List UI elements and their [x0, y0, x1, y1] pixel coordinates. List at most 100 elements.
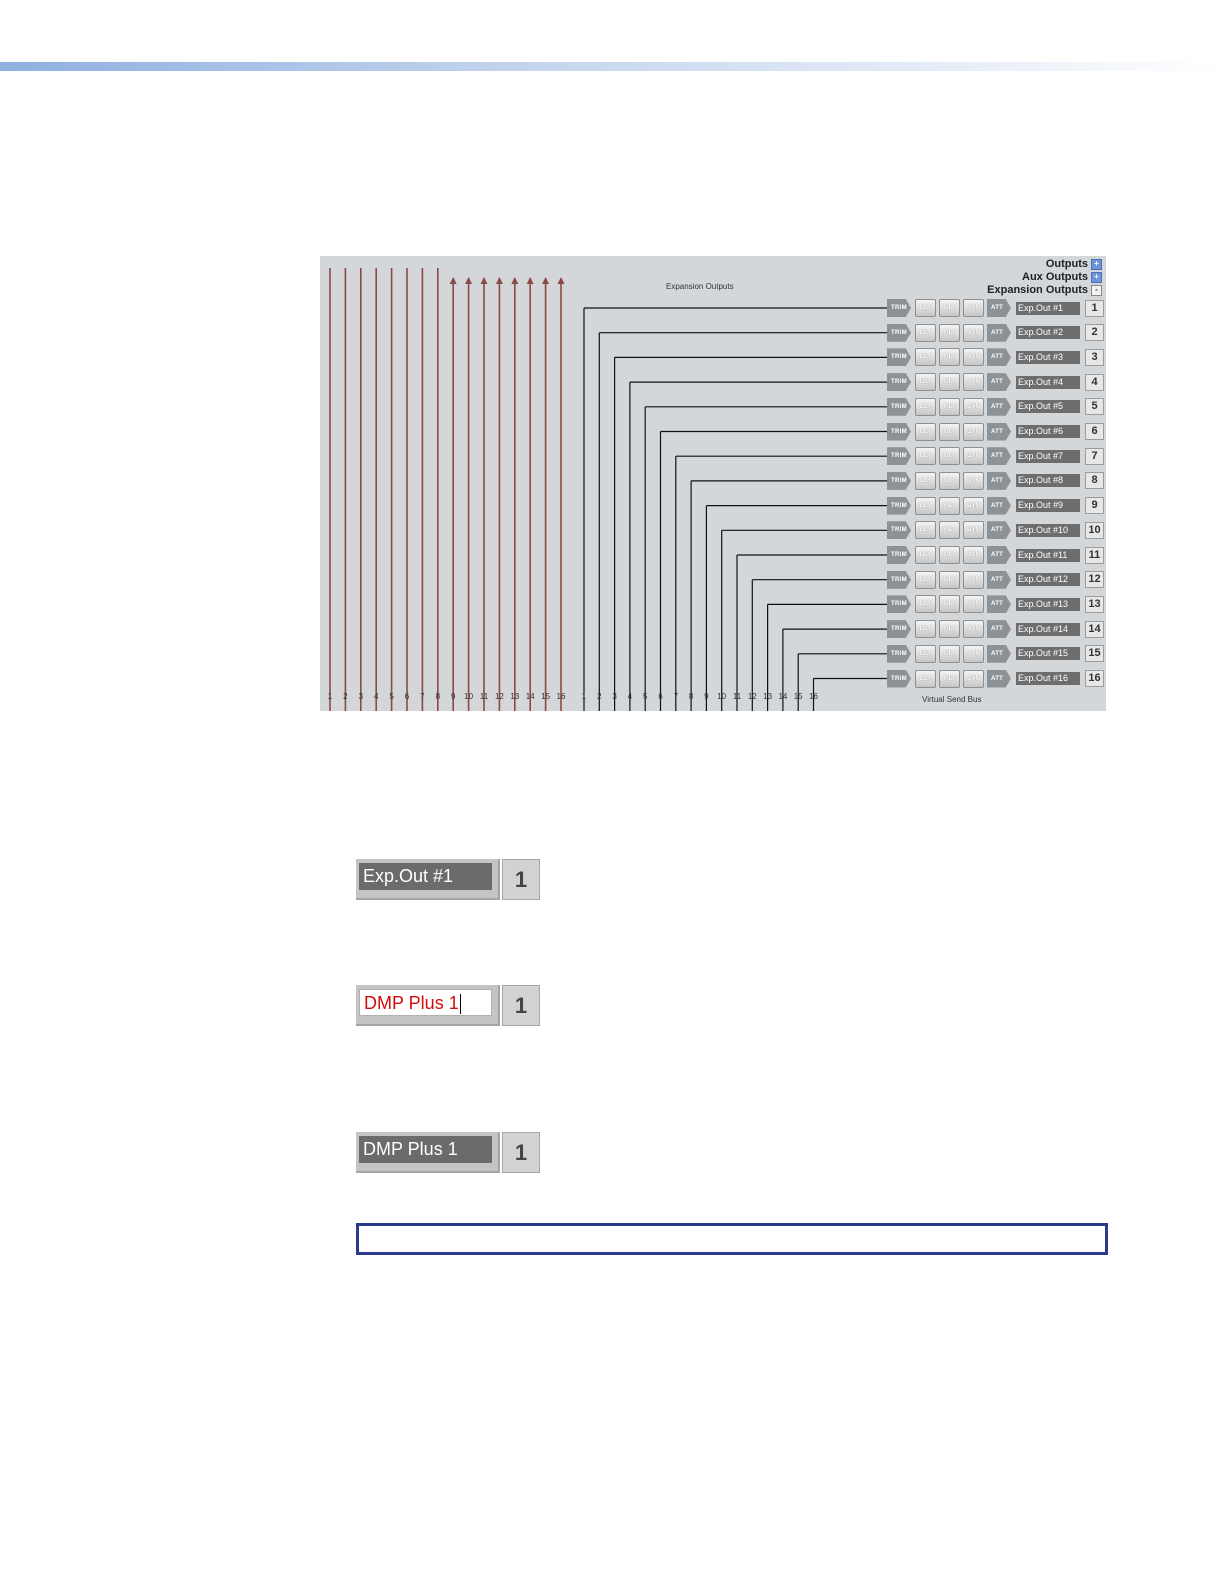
- delay-block[interactable]: DLY: [915, 570, 936, 589]
- trim-block[interactable]: TRIM: [887, 620, 911, 639]
- attenuation-block[interactable]: ATT: [987, 397, 1011, 416]
- expand-plus-icon[interactable]: +: [1091, 271, 1102, 283]
- output-name-field[interactable]: Exp.Out #12: [1016, 573, 1080, 587]
- output-name-field[interactable]: Exp.Out #7: [1016, 449, 1080, 463]
- trim-block[interactable]: TRIM: [887, 323, 911, 342]
- output-name-field[interactable]: Exp.Out #16: [1016, 672, 1080, 685]
- dynamics-block[interactable]: DYN: [963, 373, 984, 392]
- output-name-value[interactable]: DMP Plus 1: [359, 1136, 492, 1163]
- output-name-field[interactable]: Exp.Out #1: [1016, 301, 1080, 315]
- trim-block[interactable]: TRIM: [887, 422, 911, 441]
- output-name-field[interactable]: Exp.Out #8: [1016, 474, 1080, 488]
- attenuation-block[interactable]: ATT: [987, 521, 1011, 540]
- attenuation-block[interactable]: ATT: [987, 323, 1011, 342]
- trim-block[interactable]: TRIM: [887, 397, 911, 416]
- filter-block[interactable]: FILT: [939, 521, 960, 540]
- filter-block[interactable]: FILT: [939, 496, 960, 515]
- dynamics-block[interactable]: DYN: [963, 669, 984, 688]
- attenuation-block[interactable]: ATT: [987, 570, 1011, 589]
- attenuation-block[interactable]: ATT: [987, 546, 1011, 564]
- trim-block[interactable]: TRIM: [887, 348, 911, 367]
- attenuation-block[interactable]: ATT: [987, 447, 1011, 466]
- attenuation-block[interactable]: ATT: [987, 422, 1011, 441]
- trim-block[interactable]: TRIM: [887, 669, 911, 688]
- legend-aux-outputs[interactable]: Aux Outputs +: [1022, 271, 1102, 283]
- output-name-field[interactable]: Exp.Out #15: [1016, 647, 1080, 661]
- filter-block[interactable]: FILT: [939, 644, 960, 663]
- trim-block[interactable]: TRIM: [887, 299, 911, 317]
- dynamics-block[interactable]: DYN: [963, 644, 984, 663]
- dynamics-block[interactable]: DYN: [963, 496, 984, 515]
- output-name-field[interactable]: DMP Plus 1: [356, 985, 500, 1026]
- filter-block[interactable]: FILT: [939, 299, 960, 317]
- delay-block[interactable]: DLY: [915, 669, 936, 688]
- attenuation-block[interactable]: ATT: [987, 595, 1011, 614]
- dynamics-block[interactable]: DYN: [963, 471, 984, 490]
- delay-block[interactable]: DLY: [915, 373, 936, 392]
- output-name-field[interactable]: Exp.Out #11: [1016, 548, 1080, 562]
- dynamics-block[interactable]: DYN: [963, 546, 984, 564]
- trim-block[interactable]: TRIM: [887, 546, 911, 564]
- output-name-field[interactable]: Exp.Out #4: [1016, 375, 1080, 389]
- delay-block[interactable]: DLY: [915, 422, 936, 441]
- filter-block[interactable]: FILT: [939, 570, 960, 589]
- dynamics-block[interactable]: DYN: [963, 422, 984, 441]
- filter-block[interactable]: FILT: [939, 620, 960, 639]
- filter-block[interactable]: FILT: [939, 669, 960, 688]
- attenuation-block[interactable]: ATT: [987, 644, 1011, 663]
- output-name-field[interactable]: Exp.Out #13: [1016, 597, 1080, 611]
- delay-block[interactable]: DLY: [915, 496, 936, 515]
- output-name-field[interactable]: Exp.Out #6: [1016, 425, 1080, 438]
- trim-block[interactable]: TRIM: [887, 521, 911, 540]
- attenuation-block[interactable]: ATT: [987, 620, 1011, 639]
- dynamics-block[interactable]: DYN: [963, 323, 984, 342]
- trim-block[interactable]: TRIM: [887, 471, 911, 490]
- output-name-field[interactable]: DMP Plus 1: [356, 1132, 500, 1173]
- trim-block[interactable]: TRIM: [887, 373, 911, 392]
- attenuation-block[interactable]: ATT: [987, 496, 1011, 515]
- delay-block[interactable]: DLY: [915, 595, 936, 614]
- filter-block[interactable]: FILT: [939, 595, 960, 614]
- output-name-field[interactable]: Exp.Out #5: [1016, 400, 1080, 414]
- filter-block[interactable]: FILT: [939, 471, 960, 490]
- collapse-minus-icon[interactable]: -: [1091, 284, 1102, 296]
- dynamics-block[interactable]: DYN: [963, 447, 984, 466]
- filter-block[interactable]: FILT: [939, 447, 960, 466]
- delay-block[interactable]: DLY: [915, 471, 936, 490]
- dynamics-block[interactable]: DYN: [963, 397, 984, 416]
- output-name-field[interactable]: Exp.Out #14: [1016, 622, 1080, 636]
- delay-block[interactable]: DLY: [915, 447, 936, 466]
- dynamics-block[interactable]: DYN: [963, 595, 984, 614]
- dynamics-block[interactable]: DYN: [963, 299, 984, 317]
- delay-block[interactable]: DLY: [915, 620, 936, 639]
- delay-block[interactable]: DLY: [915, 323, 936, 342]
- output-name-input[interactable]: DMP Plus 1: [359, 989, 492, 1016]
- filter-block[interactable]: FILT: [939, 397, 960, 416]
- filter-block[interactable]: FILT: [939, 323, 960, 342]
- dynamics-block[interactable]: DYN: [963, 620, 984, 639]
- attenuation-block[interactable]: ATT: [987, 348, 1011, 367]
- filter-block[interactable]: FILT: [939, 546, 960, 564]
- attenuation-block[interactable]: ATT: [987, 669, 1011, 688]
- dynamics-block[interactable]: DYN: [963, 521, 984, 540]
- trim-block[interactable]: TRIM: [887, 447, 911, 466]
- trim-block[interactable]: TRIM: [887, 496, 911, 515]
- delay-block[interactable]: DLY: [915, 644, 936, 663]
- output-name-value[interactable]: Exp.Out #1: [359, 863, 492, 890]
- filter-block[interactable]: FILT: [939, 348, 960, 367]
- delay-block[interactable]: DLY: [915, 299, 936, 317]
- attenuation-block[interactable]: ATT: [987, 373, 1011, 392]
- output-name-field[interactable]: Exp.Out #2: [1016, 326, 1080, 340]
- legend-outputs[interactable]: Outputs +: [1046, 258, 1102, 270]
- attenuation-block[interactable]: ATT: [987, 299, 1011, 317]
- output-name-field[interactable]: Exp.Out #1: [356, 859, 500, 900]
- trim-block[interactable]: TRIM: [887, 644, 911, 663]
- output-name-field[interactable]: Exp.Out #9: [1016, 499, 1080, 513]
- legend-expansion-outputs[interactable]: Expansion Outputs -: [987, 284, 1102, 296]
- filter-block[interactable]: FILT: [939, 373, 960, 392]
- dynamics-block[interactable]: DYN: [963, 570, 984, 589]
- attenuation-block[interactable]: ATT: [987, 471, 1011, 490]
- filter-block[interactable]: FILT: [939, 422, 960, 441]
- delay-block[interactable]: DLY: [915, 521, 936, 540]
- expand-plus-icon[interactable]: +: [1091, 258, 1102, 270]
